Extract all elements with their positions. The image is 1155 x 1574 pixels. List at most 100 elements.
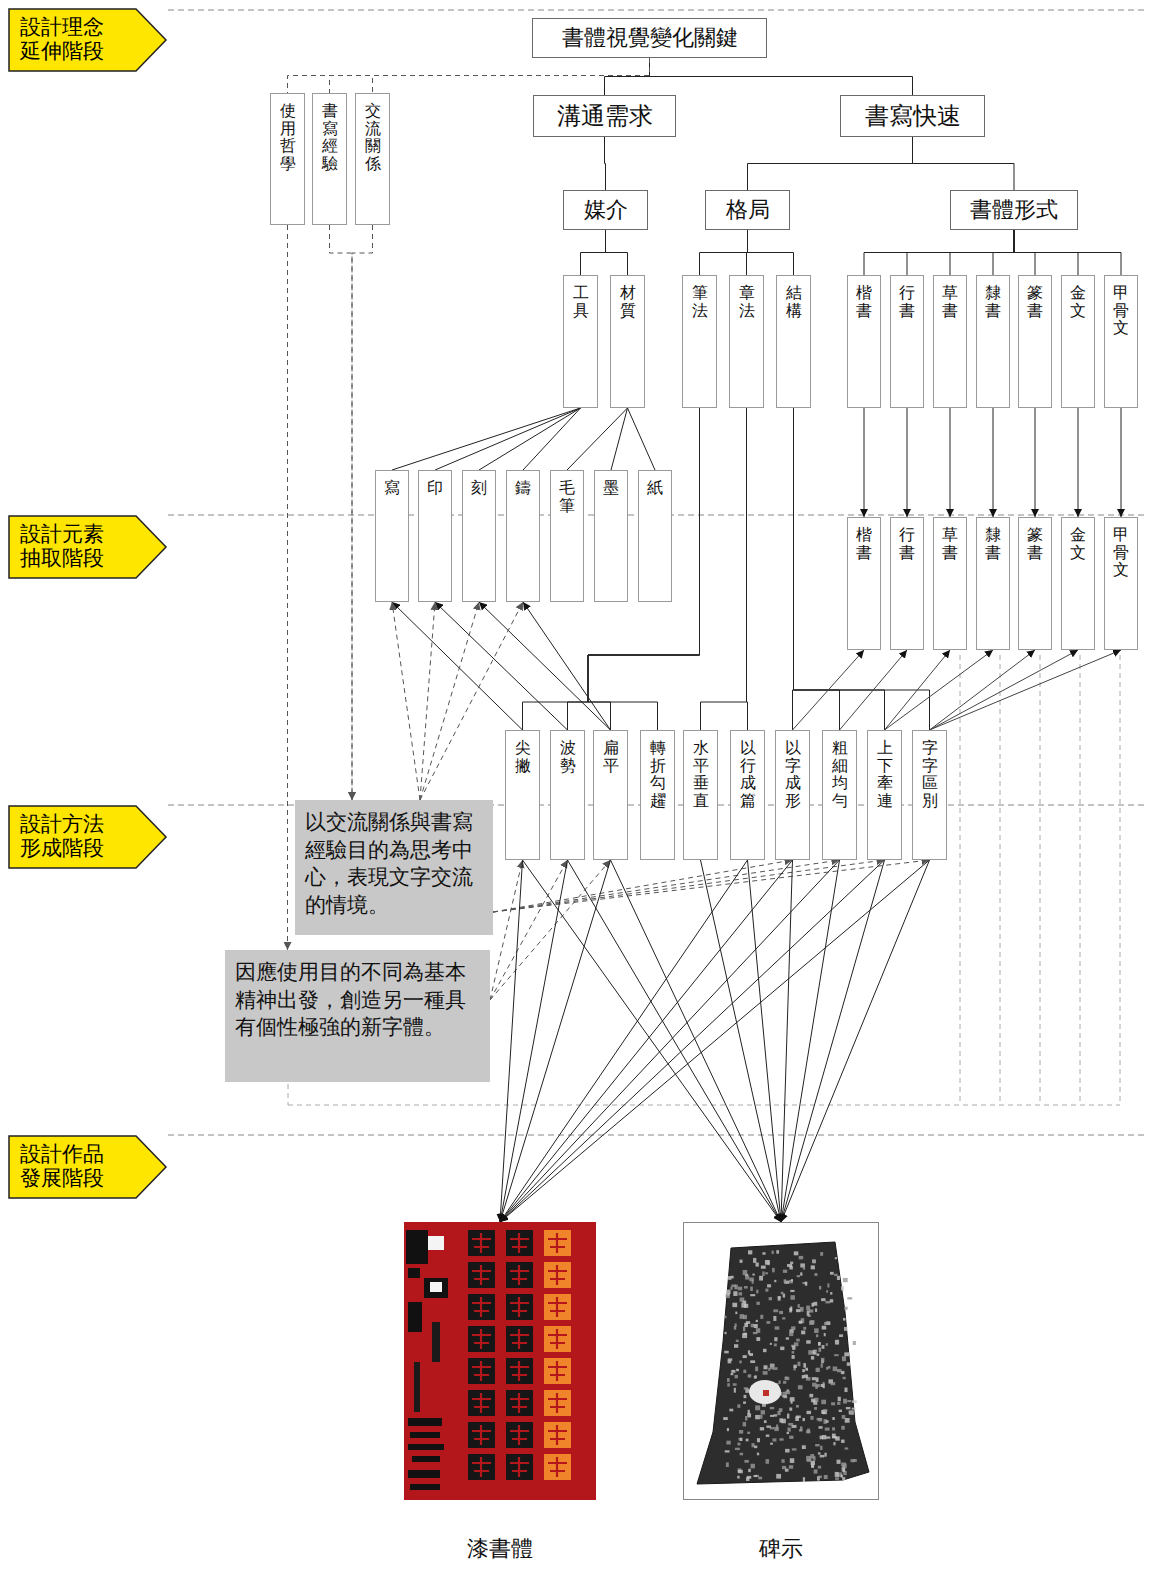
inscription-mark (841, 1426, 844, 1430)
inscription-mark (849, 1410, 854, 1414)
inscription-mark (743, 1270, 748, 1275)
element-box: 材質 (610, 275, 645, 408)
inscription-mark (759, 1276, 763, 1281)
connector (493, 860, 885, 912)
inscription-mark (824, 1322, 827, 1325)
poster-mark (410, 1484, 440, 1490)
box-label: 以字成形 (785, 739, 801, 809)
inscription-mark (818, 1452, 821, 1454)
inscription-mark (734, 1326, 736, 1330)
inscription-mark (801, 1331, 805, 1335)
inscription-mark (822, 1345, 825, 1349)
inscription-mark (772, 1268, 775, 1272)
inscription-mark (731, 1373, 734, 1375)
inscription-mark (844, 1307, 847, 1310)
inscription-mark (820, 1455, 825, 1458)
connector (523, 602, 611, 730)
inscription-mark (779, 1438, 783, 1440)
poster-glyph-stroke (510, 1297, 529, 1317)
inscription-mark (827, 1283, 829, 1287)
inscription-mark (813, 1456, 815, 1460)
poster-mark (408, 1418, 442, 1426)
dashed-guide (288, 1084, 289, 1105)
box-label: 字字區別 (922, 739, 938, 809)
box-label: 紙 (647, 479, 663, 497)
inscription-mark (809, 1394, 813, 1397)
connector (420, 602, 479, 800)
connector (493, 860, 840, 912)
poster-glyph-stroke (472, 1425, 491, 1445)
inscription-mark (738, 1470, 743, 1473)
poster-mark (414, 1362, 420, 1412)
element-box: 上下牽連 (867, 730, 902, 860)
inscription-mark (802, 1445, 806, 1449)
poster-mark (412, 1456, 440, 1462)
box-label: 鑄 (515, 479, 531, 497)
element-box: 筆法 (682, 275, 717, 408)
element-box: 扁平 (593, 730, 628, 860)
inscription-mark (774, 1280, 776, 1282)
connector (650, 58, 913, 95)
inscription-mark (744, 1395, 747, 1398)
inscription-mark (783, 1270, 787, 1273)
inscription-mark (745, 1276, 749, 1280)
inscription-mark (766, 1321, 770, 1324)
dashed-guide (1080, 655, 1081, 1105)
connector (930, 650, 1122, 730)
poster-glyph (544, 1230, 571, 1256)
poster-glyph-stroke (548, 1233, 567, 1253)
box-label: 上下牽連 (877, 739, 893, 809)
inscription-mark (796, 1405, 799, 1408)
inscription-mark (797, 1362, 800, 1366)
connector (330, 58, 650, 93)
inscription-mark (843, 1318, 845, 1321)
inscription-mark (807, 1411, 812, 1414)
element-box: 轉折勾趯 (640, 730, 675, 860)
inscription-mark (813, 1302, 817, 1306)
poster-glyph (468, 1294, 495, 1320)
box-label: 書寫經驗 (322, 102, 338, 172)
inscription-mark (737, 1443, 740, 1446)
inscription-mark (790, 1397, 795, 1401)
inscription-mark (789, 1465, 793, 1469)
connector (605, 137, 606, 190)
inscription-mark (789, 1407, 792, 1410)
inscription-mark (724, 1316, 726, 1318)
connector (794, 408, 930, 730)
connector (500, 860, 748, 1222)
box-label: 書體形式 (970, 195, 1058, 225)
element-box: 以字成形 (775, 730, 810, 860)
box-label: 以行成篇 (740, 739, 756, 809)
inscription-mark (806, 1340, 810, 1344)
connector (781, 860, 885, 1222)
inscription-mark (833, 1442, 835, 1445)
inscription-mark (816, 1377, 819, 1382)
inscription-mark (793, 1365, 796, 1368)
inscription-mark (754, 1376, 757, 1379)
seal-mark (763, 1390, 769, 1396)
connector (500, 860, 793, 1222)
connector (500, 860, 840, 1222)
connector (611, 860, 782, 1222)
poster-glyph (506, 1390, 533, 1416)
inscription-mark (734, 1344, 738, 1348)
inscription-mark (735, 1448, 740, 1450)
box-label: 格局 (726, 195, 770, 225)
inscription-mark (842, 1356, 846, 1361)
inscription-mark (832, 1427, 835, 1430)
inscription-mark (799, 1321, 802, 1324)
inscription-mark (819, 1286, 821, 1290)
inscription-mark (782, 1395, 787, 1398)
box-label: 楷書 (856, 284, 872, 319)
connector (287, 225, 288, 950)
element-box: 金文 (1061, 517, 1095, 650)
element-box: 墨 (594, 470, 628, 602)
inscription-mark (755, 1375, 757, 1378)
inscription-mark (818, 1466, 821, 1469)
inscription-mark (782, 1466, 786, 1469)
inscription-mark (832, 1436, 837, 1438)
connector (523, 408, 700, 730)
inscription-mark (787, 1427, 790, 1431)
inscription-mark (824, 1475, 828, 1479)
inscription-mark (763, 1349, 767, 1352)
